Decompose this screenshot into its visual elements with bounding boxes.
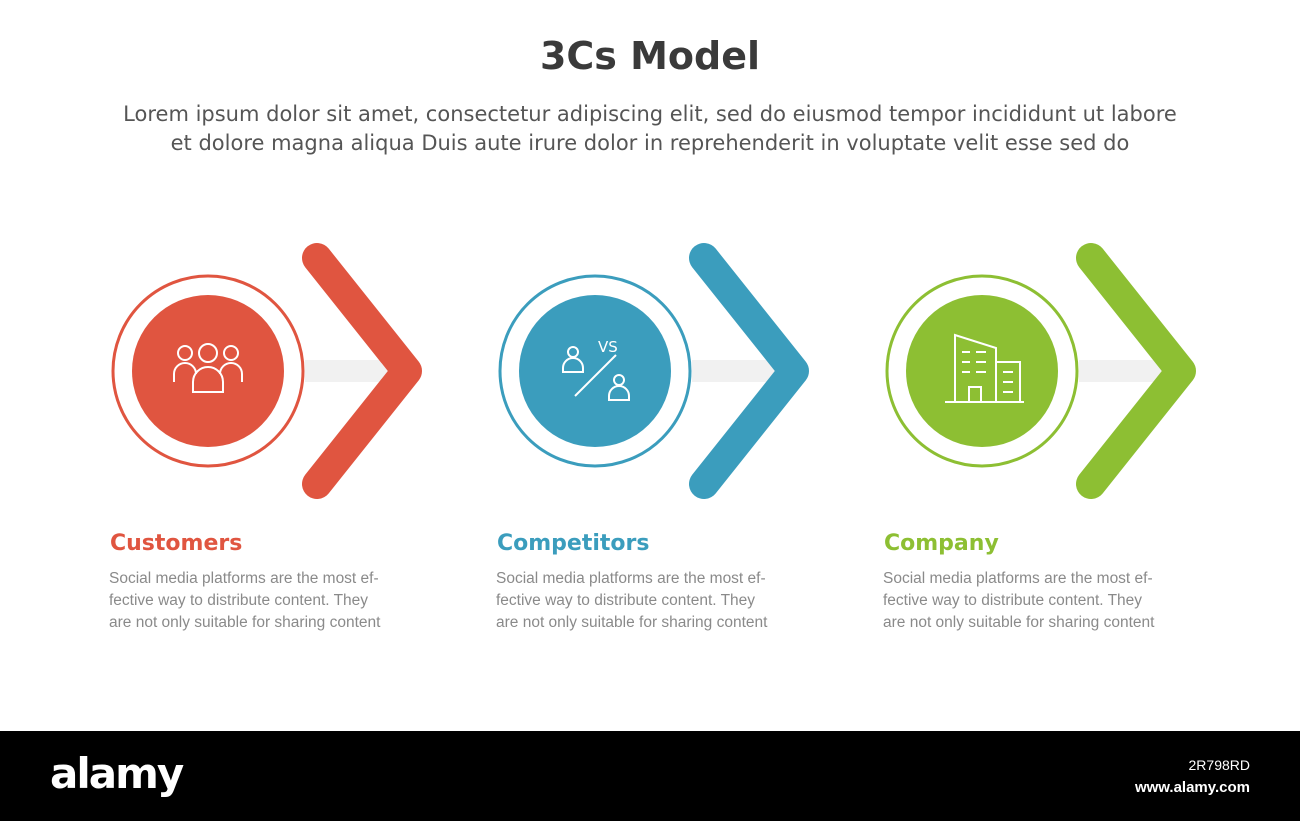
page-subtitle: Lorem ipsum dolor sit amet, consectetur …	[60, 100, 1240, 158]
connector-bar	[1079, 360, 1169, 382]
subtitle-line-2: et dolore magna aliqua Duis aute irure d…	[170, 131, 1130, 155]
versus-label: VS	[598, 338, 618, 356]
step-competitors: VS	[498, 243, 809, 499]
people-group-icon	[173, 343, 243, 393]
inner-circle-competitors	[519, 295, 671, 447]
desc-line: are not only suitable for sharing conten…	[109, 614, 381, 631]
chevron-company	[1076, 243, 1196, 499]
desc-line: Social media platforms are the most ef-	[109, 570, 379, 587]
item-title-company: Company	[884, 531, 999, 556]
footer-image-id: 2R798RD	[1188, 757, 1250, 773]
desc-line: Social media platforms are the most ef-	[496, 570, 766, 587]
connector-bar	[692, 360, 782, 382]
connector-bar	[305, 360, 395, 382]
building-icon	[945, 333, 1024, 403]
item-title-customers: Customers	[110, 531, 243, 556]
item-desc-competitors: Social media platforms are the most ef- …	[496, 568, 826, 634]
footer-logo: alamy	[50, 749, 184, 798]
chevron-customers	[302, 243, 422, 499]
inner-circle-customers	[132, 295, 284, 447]
item-desc-customers: Social media platforms are the most ef- …	[109, 568, 439, 634]
versus-icon	[562, 346, 630, 401]
item-desc-company: Social media platforms are the most ef- …	[883, 568, 1213, 634]
item-title-competitors: Competitors	[497, 531, 650, 556]
page-title: 3Cs Model	[539, 34, 761, 78]
desc-line: Social media platforms are the most ef-	[883, 570, 1153, 587]
step-company	[885, 243, 1196, 499]
desc-line: fective way to distribute content. They	[109, 592, 369, 609]
chevron-competitors	[689, 243, 809, 499]
desc-line: are not only suitable for sharing conten…	[496, 614, 768, 631]
desc-line: are not only suitable for sharing conten…	[883, 614, 1155, 631]
desc-line: fective way to distribute content. They	[883, 592, 1143, 609]
desc-line: fective way to distribute content. They	[496, 592, 756, 609]
step-customers	[111, 243, 422, 499]
diagram-graphic: VS	[111, 243, 1196, 499]
subtitle-line-1: Lorem ipsum dolor sit amet, consectetur …	[123, 102, 1177, 126]
footer-url: www.alamy.com	[1134, 779, 1250, 796]
footer-bar: alamy 2R798RD www.alamy.com	[0, 731, 1300, 821]
